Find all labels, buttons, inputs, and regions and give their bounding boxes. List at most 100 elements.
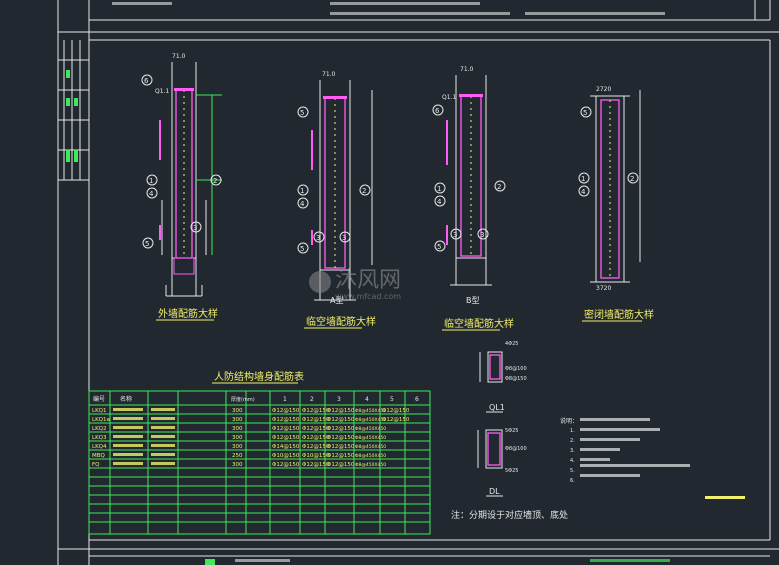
marker-5: 5 xyxy=(300,109,304,117)
top-notes xyxy=(112,2,665,15)
marker-2: 2 xyxy=(362,187,366,195)
detail-subtitle: A型 xyxy=(330,296,343,305)
cell-r2: Φ12@150 xyxy=(302,417,330,423)
cell-r2: Φ10@150 xyxy=(302,453,330,459)
marker-6: 6 xyxy=(435,107,440,115)
marker-3: 3 xyxy=(193,224,197,232)
bottom-strip xyxy=(205,559,670,565)
section-dim: 5Φ25 xyxy=(505,468,518,474)
notes-label: 说明： xyxy=(560,417,578,425)
cell-r1: Φ12@150 xyxy=(272,426,300,432)
section-dim: Φ8@150 xyxy=(505,376,527,382)
cell-code: LKQ4 xyxy=(92,444,107,450)
cell-r1: Φ10@150 xyxy=(272,453,300,459)
label-ql: Q1.1 xyxy=(155,88,169,95)
cell-r4: Φ8@450X450 xyxy=(355,444,386,450)
cell-r4: Φ8@450X450 xyxy=(355,453,386,459)
cell-r1: Φ12@150 xyxy=(272,462,300,468)
marker-2: 2 xyxy=(630,175,634,183)
cell-code: LKQ2 xyxy=(92,426,107,432)
note-mark: 1. xyxy=(570,428,575,434)
drawing-frame xyxy=(57,0,779,565)
dim-bottom: 3720 xyxy=(596,285,611,292)
marker-3b: 3 xyxy=(342,234,346,242)
dim-top: 2720 xyxy=(596,86,611,93)
detail-title: 外墙配筋大样 xyxy=(158,307,218,320)
cell-r3: Φ12@150 xyxy=(327,453,355,459)
cell-r2: Φ12@150 xyxy=(302,462,330,468)
note-mark: 6. xyxy=(570,478,575,484)
section-dim: 4Φ25 xyxy=(505,341,518,347)
section-label: DL xyxy=(489,487,500,496)
marker-1: 1 xyxy=(581,175,585,183)
cell-r4: Φ8@450X450 xyxy=(355,462,386,468)
marker-3b: 3 xyxy=(480,231,484,239)
cell-r4: Φ8@450X450 xyxy=(355,417,386,423)
detail-title: 临空墙配筋大样 xyxy=(306,315,376,328)
cell-r1: Φ12@150 xyxy=(272,408,300,414)
marker-1: 1 xyxy=(300,187,304,195)
cell-thickness: 300 xyxy=(232,444,243,450)
th-code: 编号 xyxy=(93,395,105,403)
cell-thickness: 300 xyxy=(232,426,243,432)
note-mark: 3. xyxy=(570,448,575,454)
dim-top: 71.0 xyxy=(172,53,186,60)
cell-code: MBQ xyxy=(92,453,106,459)
cell-thickness: 250 xyxy=(232,453,243,459)
marker-4: 4 xyxy=(581,188,586,196)
cell-code: LKQ1 xyxy=(92,408,107,414)
name-cells xyxy=(113,408,175,465)
th-6: 6 xyxy=(415,396,419,403)
cell-r2: Φ12@150 xyxy=(302,435,330,441)
cell-r2: Φ12@150 xyxy=(302,444,330,450)
marker-5b: 5 xyxy=(300,245,304,253)
note-mark: 5. xyxy=(570,468,575,474)
marker-5: 5 xyxy=(583,109,587,117)
watermark-text: 沐风网 xyxy=(335,268,401,293)
cell-r3: Φ12@150 xyxy=(327,408,355,414)
watermark-url: www.mfcad.com xyxy=(335,292,401,301)
main-note: 注：分期设于对应墙顶、底处 xyxy=(451,509,568,521)
cell-thickness: 300 xyxy=(232,462,243,468)
section-dim: Φ8@100 xyxy=(505,366,527,372)
th-2: 2 xyxy=(310,396,314,403)
cell-r2: Φ12@150 xyxy=(302,408,330,414)
marker-1: 1 xyxy=(437,185,441,193)
marker-5: 5 xyxy=(437,243,441,251)
detail-subtitle: B型 xyxy=(466,296,480,305)
cell-r1: Φ12@150 xyxy=(272,417,300,423)
reinforcement-table: 人防结构墙身配筋表 xyxy=(88,370,431,535)
th-5: 5 xyxy=(390,396,394,403)
cell-r3: Φ12@150 xyxy=(327,435,355,441)
note-mark: 4. xyxy=(570,458,575,464)
detail-airtight-wall: 2720 3720 5 1 4 2 密闭墙配筋大样 xyxy=(578,86,654,322)
cell-code: FQ xyxy=(92,462,100,468)
section-dl: 5Φ25 Φ8@100 5Φ25 DL xyxy=(477,428,527,497)
marker-2: 2 xyxy=(213,177,217,185)
title-strip-marks xyxy=(66,70,78,162)
detail-title: 临空墙配筋大样 xyxy=(444,317,514,330)
section-label: QL1 xyxy=(489,403,505,412)
cell-r1: Φ12@150 xyxy=(272,435,300,441)
th-name: 名称 xyxy=(120,395,132,403)
marker-6: 6 xyxy=(144,77,149,85)
watermark: 沐风网 www.mfcad.com xyxy=(309,268,401,301)
table-title: 人防结构墙身配筋表 xyxy=(214,370,304,383)
cell-r4: Φ8@450X450 xyxy=(355,426,386,432)
cell-r5: Φ12@150 xyxy=(382,417,410,423)
detail-blast-wall-a: 71.0 5 1 4 2 3 3 5 A型 临空墙配筋大样 xyxy=(297,71,376,329)
marker-4: 4 xyxy=(437,198,442,206)
marker-1: 1 xyxy=(149,177,153,185)
dim-top: 71.0 xyxy=(322,71,336,78)
marker-3: 3 xyxy=(316,234,320,242)
section-dim: 5Φ25 xyxy=(505,428,518,434)
cell-thickness: 300 xyxy=(232,435,243,441)
cell-r4: Φ8@450X450 xyxy=(355,408,386,414)
detail-blast-wall-b: 71.0 Q1.1 6 1 4 2 3 3 5 B型 临空墙配筋大样 xyxy=(432,66,514,331)
table-body: LKQ1 300 Φ12@150 Φ12@150 Φ12@150 Φ8@450X… xyxy=(92,408,410,468)
cell-r3: Φ12@150 xyxy=(327,417,355,423)
cell-code: LKQ1a xyxy=(92,417,110,423)
section-dim: Φ8@100 xyxy=(505,446,527,452)
marker-5: 5 xyxy=(145,240,149,248)
